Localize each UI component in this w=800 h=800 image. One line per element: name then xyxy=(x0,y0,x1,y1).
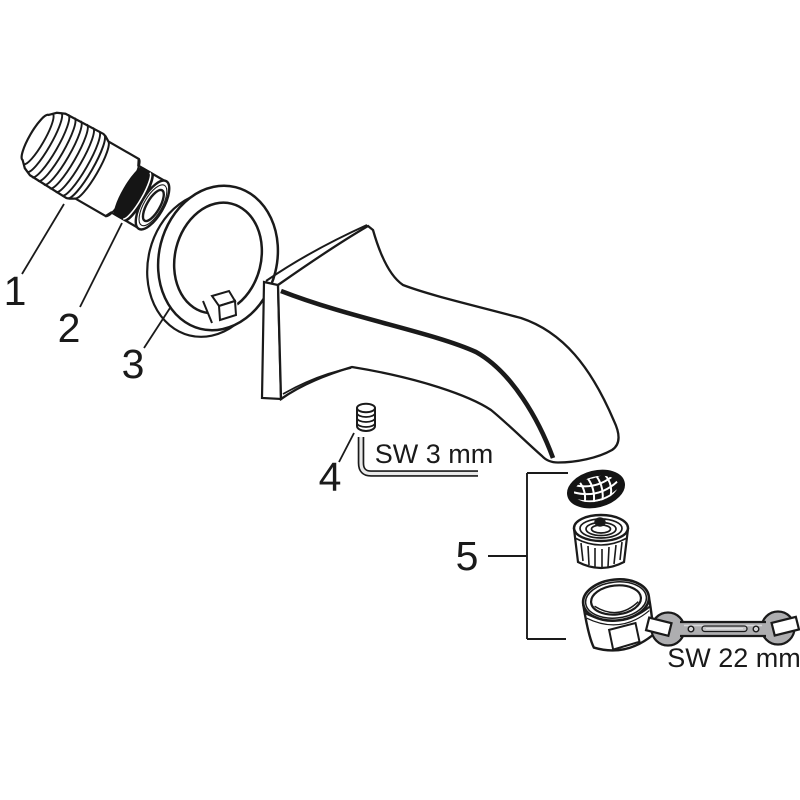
aerator-housing-drawing xyxy=(581,578,656,652)
callout-5-label: 5 xyxy=(456,533,479,579)
callout-2-label: 2 xyxy=(58,305,81,351)
callout-5-bracket xyxy=(488,472,568,640)
hex-key-drawing xyxy=(357,437,478,477)
wrench-drawing xyxy=(644,610,800,647)
callout-4-label: 4 xyxy=(319,454,342,500)
aerator-screen-drawing xyxy=(567,469,625,509)
o-ring xyxy=(113,167,154,222)
leader-lines xyxy=(21,203,355,463)
callout-3-label: 3 xyxy=(122,341,145,387)
callout-1-label: 1 xyxy=(4,268,27,314)
set-screw-drawing xyxy=(356,402,376,432)
aerator-insert-drawing xyxy=(572,513,630,570)
split-ring-gap xyxy=(202,288,241,328)
threaded-adapter-drawing xyxy=(20,111,171,231)
insert-ribs xyxy=(580,541,623,569)
thread-lines xyxy=(23,112,102,197)
wrench-size-label: SW 22 mm xyxy=(667,643,800,673)
split-ring-drawing xyxy=(146,184,280,338)
hex-key-size-label: SW 3 mm xyxy=(375,439,494,469)
tub-spout-body-drawing xyxy=(260,224,620,464)
